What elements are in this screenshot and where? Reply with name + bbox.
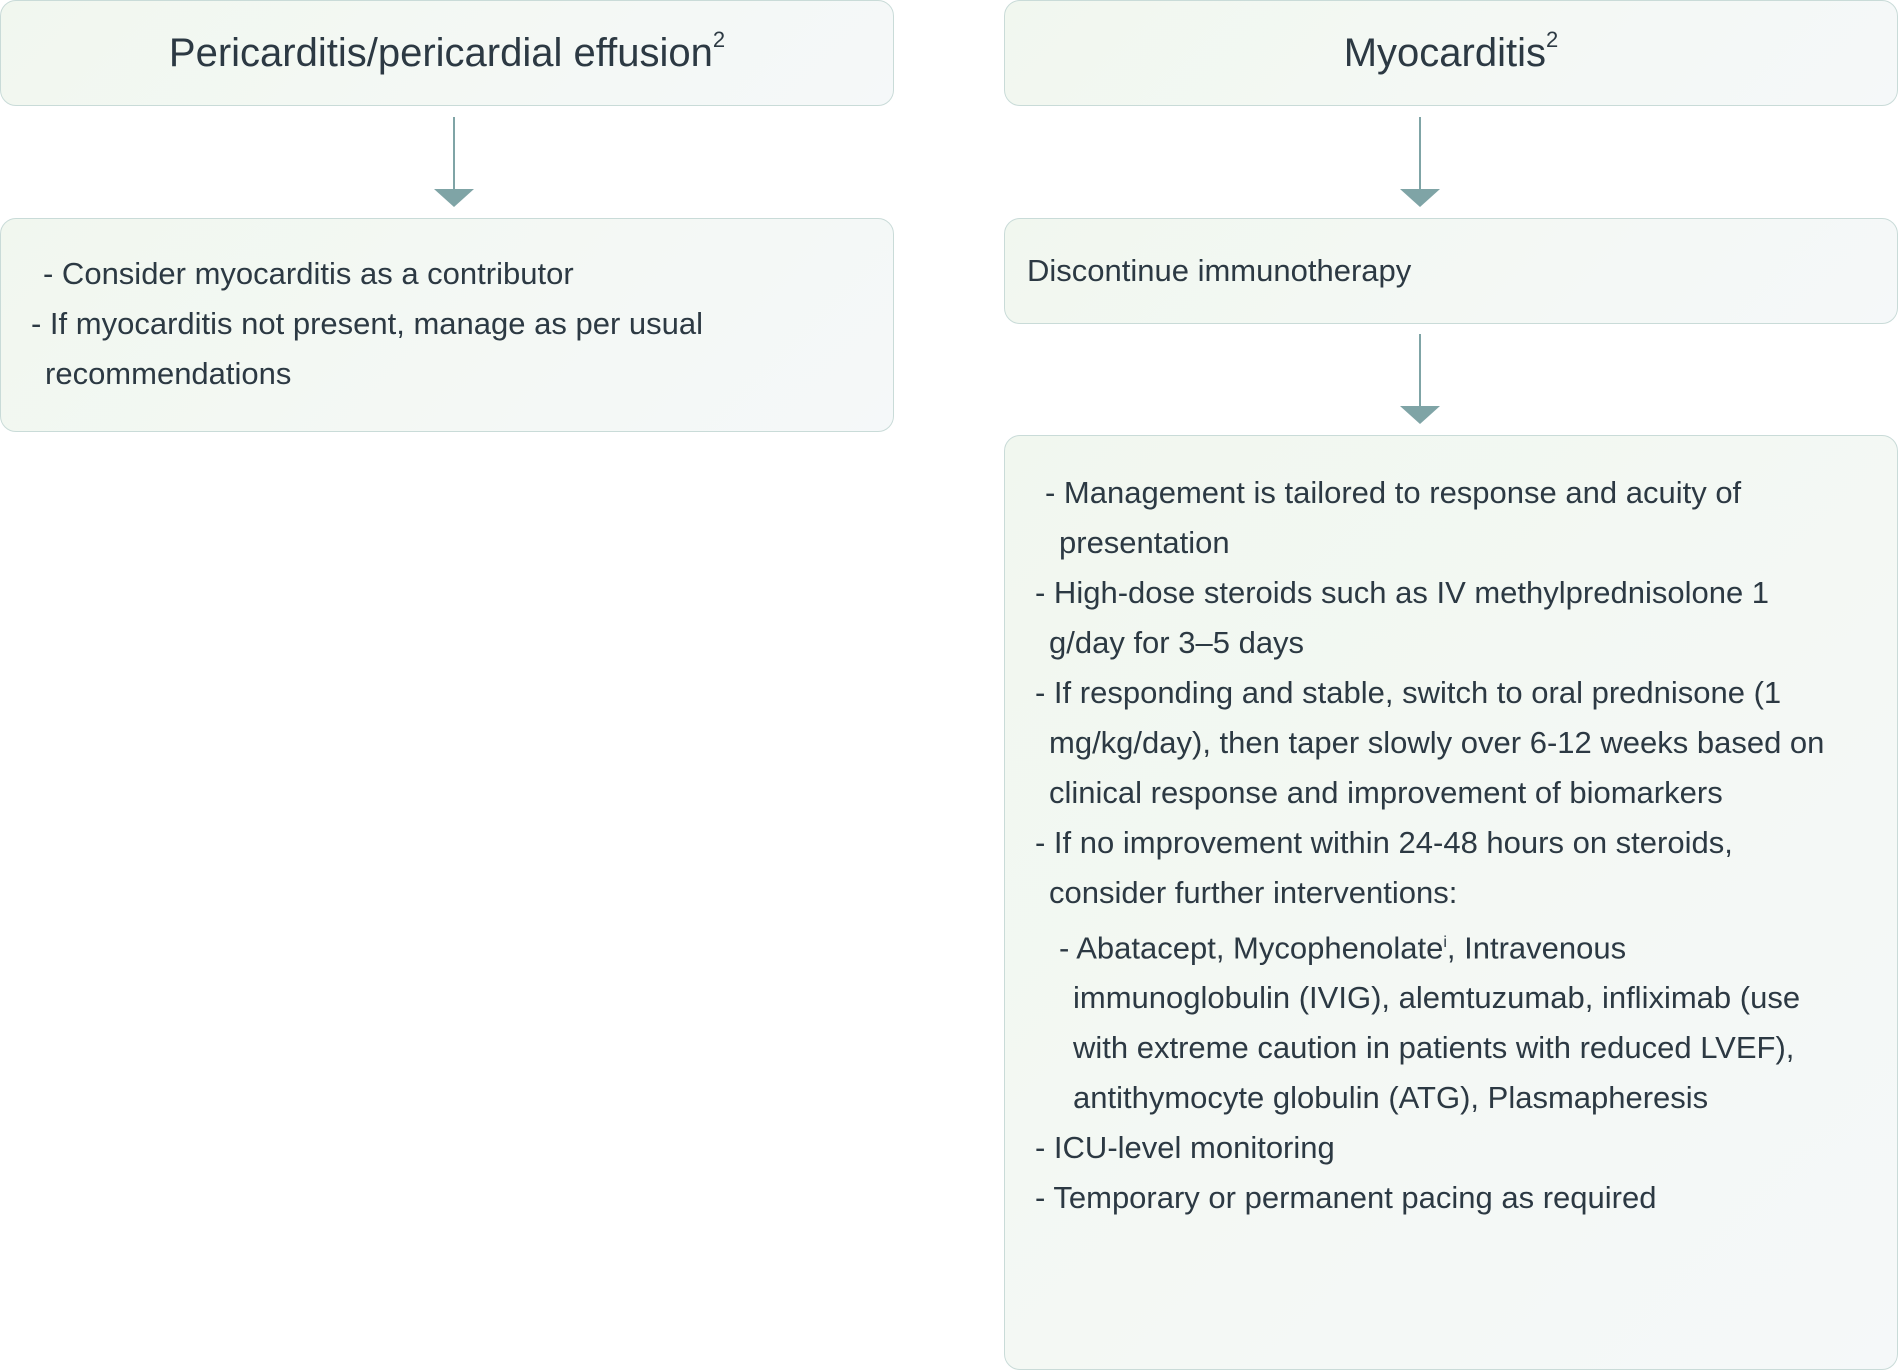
list-item: - Temporary or permanent pacing as requi… — [1035, 1180, 1657, 1216]
myocarditis-management-box: - Management is tailored to response and… — [1004, 435, 1898, 1370]
pericarditis-management-box: - Consider myocarditis as a contributor … — [0, 218, 894, 432]
arrow-down-icon — [1400, 334, 1440, 424]
list-item: - If responding and stable, switch to or… — [1035, 675, 1825, 810]
list-item: - ICU-level monitoring — [1035, 1130, 1335, 1166]
list-item: - If no improvement within 24-48 hours o… — [1035, 825, 1733, 910]
list-item: - Management is tailored to response and… — [1045, 475, 1742, 560]
pericarditis-header-box: Pericarditis/pericardial effusion2 — [0, 0, 894, 106]
discontinue-immunotherapy-box: Discontinue immunotherapy — [1004, 218, 1898, 324]
arrow-down-icon — [434, 117, 474, 207]
myocarditis-header-box: Myocarditis2 — [1004, 0, 1898, 106]
step-text: Discontinue immunotherapy — [1027, 253, 1412, 288]
pericarditis-title: Pericarditis/pericardial effusion2 — [168, 26, 726, 75]
arrow-down-icon — [1400, 117, 1440, 207]
sub-list-item: - Abatacept, Mycophenolatei, Intravenous… — [1059, 930, 1801, 1116]
myocarditis-title: Myocarditis2 — [1343, 26, 1559, 75]
list-item: - Consider myocarditis as a contributor — [43, 256, 574, 291]
list-item: - If myocarditis not present, manage as … — [31, 306, 703, 391]
list-item: - High-dose steroids such as IV methylpr… — [1035, 575, 1770, 660]
